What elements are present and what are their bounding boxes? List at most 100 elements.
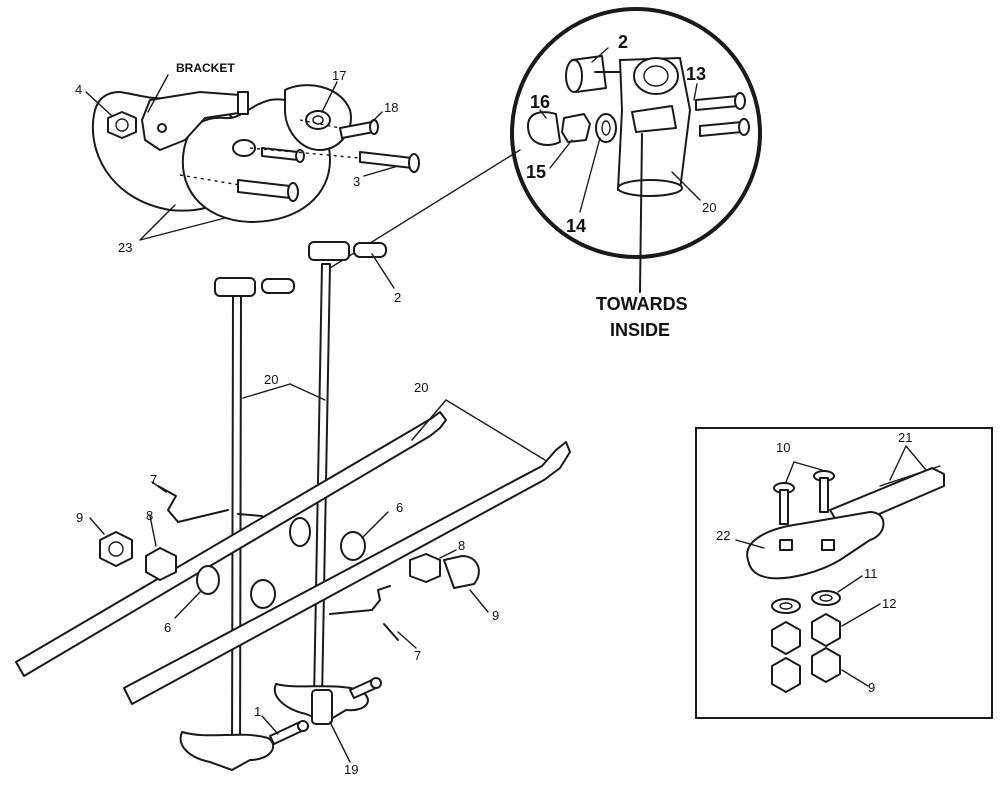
leader-towards-inside (639, 133, 643, 293)
label-10: 10 (776, 440, 790, 455)
tee-clamp (631, 105, 677, 133)
leader-21a (889, 445, 907, 481)
label-inside: INSIDE (610, 320, 670, 340)
nut-12-right (811, 613, 841, 647)
label-9-right: 9 (492, 608, 499, 623)
label-19: 19 (344, 762, 358, 777)
washer-11-left-hole (779, 602, 793, 610)
assembly-line-2 (179, 174, 241, 186)
cap-nut-16 (527, 111, 561, 146)
label-1: 1 (254, 704, 261, 719)
leader-12 (841, 603, 881, 627)
bolt-plate-lower (237, 179, 299, 202)
label-bracket: BRACKET (176, 61, 235, 75)
rail-21-edge (879, 465, 941, 487)
tee-top-right (308, 241, 350, 261)
leader-18 (369, 111, 383, 125)
plate-22-hole-b (821, 539, 835, 551)
detail-circle-group (329, 7, 762, 293)
foot-left (179, 731, 275, 771)
leader-19 (329, 721, 351, 763)
leader-21b (905, 445, 927, 471)
leader-6-right (361, 511, 389, 539)
leader-1 (261, 715, 279, 735)
label-3: 3 (353, 174, 360, 189)
bolt-10-left (773, 482, 795, 525)
washer-14-hole (601, 120, 611, 136)
lock-nut-8-left (145, 547, 177, 581)
label-9-left: 9 (76, 510, 83, 525)
label-7-lower: 7 (414, 648, 421, 663)
bolt-13-lower (699, 118, 750, 137)
leader-2-detail (591, 47, 609, 63)
nut-9-inset-left (771, 657, 801, 693)
label-7-upper: 7 (150, 472, 157, 487)
label-16: 16 (530, 92, 550, 112)
bracket-tab (237, 91, 249, 115)
leader-13 (693, 83, 698, 101)
cap-2-end (565, 59, 583, 93)
leader-bracket (147, 74, 169, 113)
leader-6-left (174, 591, 201, 619)
tee-connector-bore (643, 65, 669, 87)
leader-7-lower (397, 631, 417, 649)
washer-14 (595, 113, 617, 143)
leader-9-left (89, 517, 105, 535)
label-8-right: 8 (458, 538, 465, 553)
nut-12-left (771, 621, 801, 655)
leader-10b (793, 461, 823, 471)
leader-17 (321, 81, 338, 113)
bracket-plate-22 (746, 511, 885, 580)
label-18: 18 (384, 100, 398, 115)
lock-nut-15 (561, 113, 591, 143)
label-15: 15 (526, 162, 546, 182)
label-20-runners: 20 (414, 380, 428, 395)
leader-7-upper (151, 481, 167, 493)
cap-2-right (353, 242, 387, 258)
label-8-left: 8 (146, 508, 153, 523)
bolt-3 (359, 151, 420, 173)
label-2-main: 2 (394, 290, 401, 305)
bolt-13-upper (695, 92, 746, 111)
washer-11-left (771, 598, 801, 614)
label-13: 13 (686, 64, 706, 84)
washer-17 (305, 110, 331, 130)
acorn-nut-9-left-hole (108, 541, 124, 557)
leader-11 (837, 575, 863, 593)
leader-22 (735, 539, 765, 549)
lock-nut-8-right (409, 553, 441, 583)
leader-2-main (371, 253, 395, 289)
leader-10a (785, 461, 795, 483)
cap-2-left (261, 278, 295, 294)
plate-22-hole-a (779, 539, 793, 551)
leader-20-post-right (289, 383, 326, 401)
tee-top-left (214, 277, 256, 297)
leader-20-runner-b (445, 399, 546, 461)
leader-8-left (149, 515, 157, 547)
label-21: 21 (898, 430, 912, 445)
leader-20-post-left (242, 383, 291, 399)
main-frame-group (15, 241, 571, 771)
nut-4-hole (115, 118, 129, 132)
bracket-hole (157, 123, 167, 133)
nut-9-inset-right (811, 647, 841, 683)
acorn-nut-9-right (443, 555, 480, 589)
nut-4 (107, 111, 137, 139)
spacer-6-upper-a (289, 517, 311, 547)
leader-8-right (439, 549, 457, 559)
leader-14 (579, 137, 601, 213)
label-4: 4 (75, 82, 82, 97)
washer-plate (232, 139, 256, 157)
bracket (141, 91, 246, 151)
tee-connector-bottom (617, 179, 683, 197)
label-20-detail: 20 (702, 200, 716, 215)
label-14: 14 (566, 216, 586, 236)
label-23: 23 (118, 240, 132, 255)
leader-23b (139, 217, 226, 241)
label-22: 22 (716, 528, 730, 543)
leader-15 (549, 139, 573, 169)
spacer-6-lower-a (196, 565, 220, 595)
washer-11-right-hole (819, 594, 833, 602)
leader-16 (539, 109, 547, 119)
